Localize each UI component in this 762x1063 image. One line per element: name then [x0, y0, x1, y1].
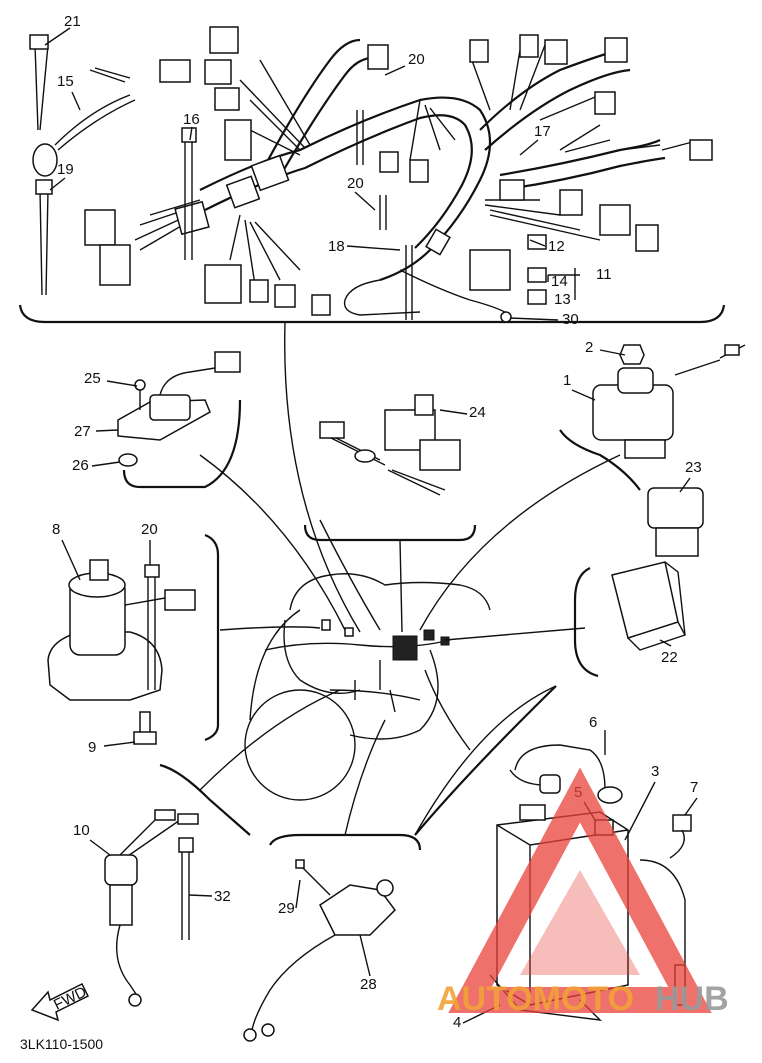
label-31: 30 [562, 311, 579, 328]
leader-lines [199, 321, 621, 836]
label-14: 14 [551, 273, 568, 290]
frame-sketch [244, 573, 491, 801]
label-20b: 20 [347, 175, 364, 192]
cable-tie [178, 837, 194, 940]
sensor-switch [104, 809, 199, 1007]
main-switch [47, 559, 196, 701]
label-24: 23 [685, 459, 702, 476]
label-30: 29 [278, 900, 295, 917]
front-direction-arrow: FWD [30, 982, 89, 1022]
fuse-box [647, 487, 704, 557]
label-18: 18 [328, 238, 345, 255]
neutral-switch-plate [117, 351, 241, 467]
label-15: 15 [57, 73, 74, 90]
label-16: 16 [183, 111, 200, 128]
label-32: 32 [214, 888, 231, 905]
nut-icon [619, 344, 645, 365]
label-10: 10 [73, 822, 90, 839]
label-8: 8 [52, 521, 60, 538]
flasher-relay [319, 394, 461, 496]
callout-labels: 21 15 19 16 20 20 17 18 12 11 14 13 30 2… [44, 13, 702, 1031]
label-9: 9 [88, 739, 96, 756]
drawing-code: 3LK110-1500 [20, 1036, 103, 1052]
label-27: 26 [72, 457, 89, 474]
fwd-label: FWD [51, 983, 89, 1013]
label-29: 28 [360, 976, 377, 993]
label-3: 3 [651, 763, 659, 780]
label-28: 27 [74, 423, 91, 440]
watermark-text-secondary: HUB [655, 980, 729, 1018]
label-13: 13 [554, 291, 571, 308]
label-2: 2 [585, 339, 593, 356]
watermark-text-primary: AUTOMOTO [437, 980, 634, 1018]
label-20a: 20 [408, 51, 425, 68]
label-1: 1 [563, 372, 571, 389]
wire-harness-assembly [18, 26, 726, 324]
label-6: 6 [589, 714, 597, 731]
section-brackets [122, 399, 641, 851]
label-4: 4 [453, 1014, 461, 1031]
label-12: 12 [548, 238, 565, 255]
label-7: 7 [690, 779, 698, 796]
label-23: 22 [661, 649, 678, 666]
label-21: 20 [141, 521, 158, 538]
label-22: 21 [64, 13, 81, 30]
label-26: 25 [84, 370, 101, 387]
label-11: 11 [596, 266, 612, 283]
label-25: 24 [469, 404, 486, 421]
starter-relay [592, 344, 746, 459]
watermark-triangle-icon [448, 767, 712, 1013]
sidestand-sensor [243, 859, 396, 1042]
bolt-icon [133, 711, 157, 745]
rectifier-regulator [611, 561, 687, 651]
automotohub-watermark: AUTOMOTO HUB [437, 767, 729, 1018]
label-17: 17 [534, 123, 551, 140]
label-19: 19 [57, 161, 74, 178]
